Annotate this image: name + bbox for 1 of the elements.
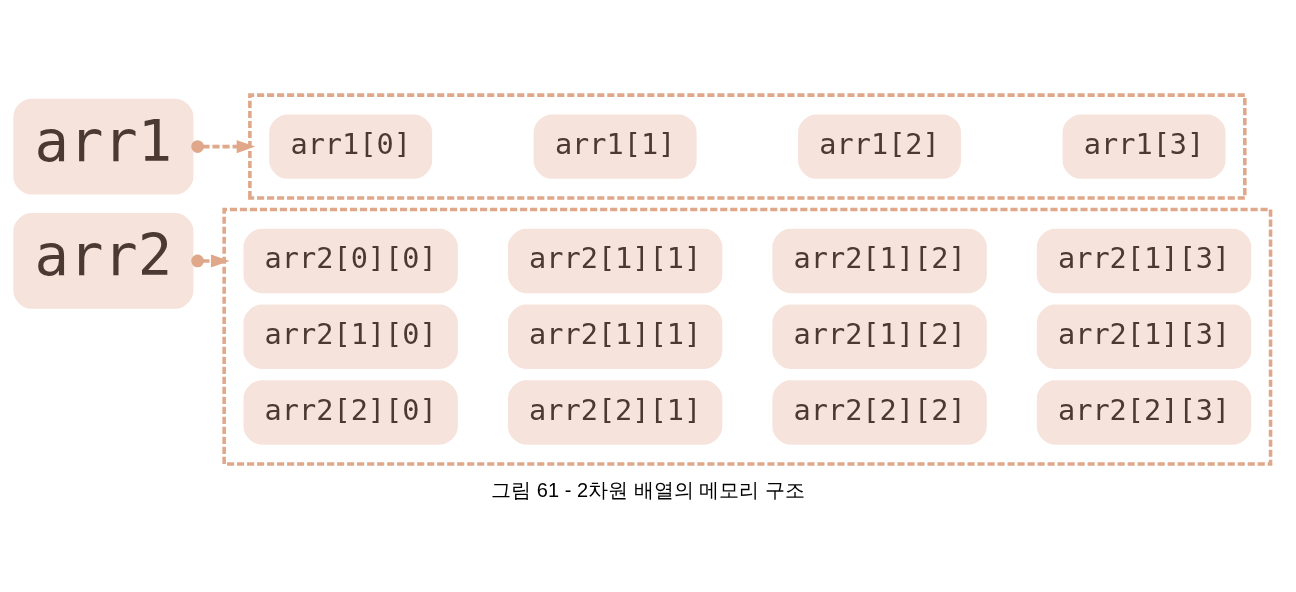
caption: 그림 61 - 2차원 배열의 메모리 구조 [491,479,805,502]
